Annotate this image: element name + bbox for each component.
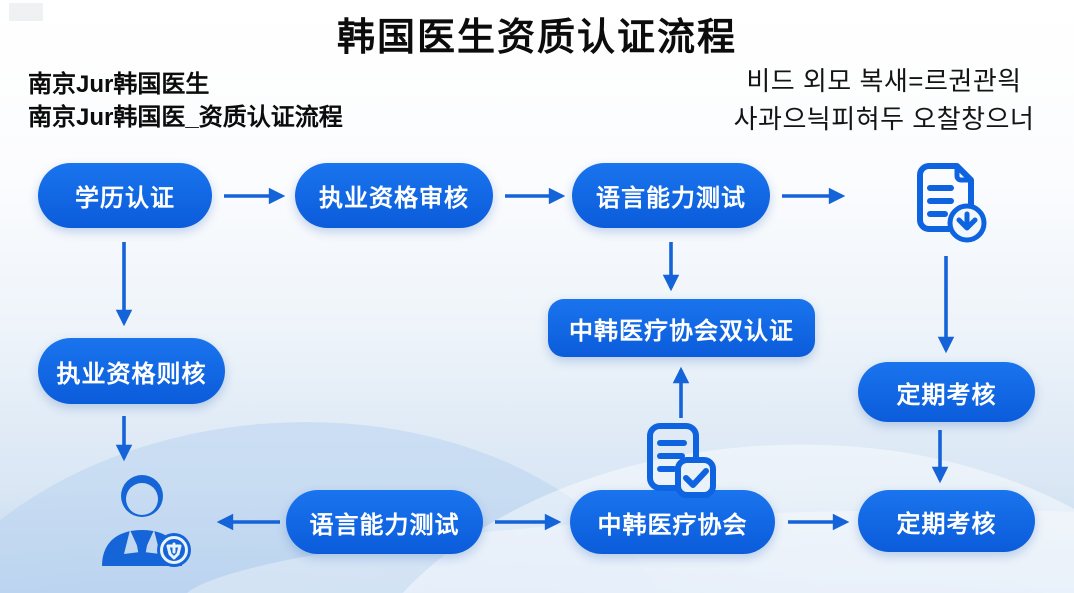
document-check-icon: [647, 423, 716, 498]
subtitle-left-line1: 南京Jur韩国医生: [28, 71, 210, 98]
subtitle-right-line1: 비드 외모 복새=르권관읙: [746, 66, 1022, 96]
node-medical-association: 中韩医疗协会: [570, 490, 775, 554]
subtitle-right: 비드 외모 복새=르권관읙 사과으늭피혀두 오찰창으너: [706, 62, 1062, 138]
node-periodic-assessment-right: 定期考核: [858, 362, 1035, 422]
page-title: 韩国医生资质认证流程: [336, 17, 737, 59]
subtitle-right-line2: 사과으늭피혀두 오찰창으너: [733, 104, 1035, 134]
node-dual-certification: 中韩医疗协会双认证: [548, 299, 815, 357]
node-practice-qualification-review: 执业资格审核: [295, 163, 493, 228]
node-education-cert: 学历认证: [38, 163, 212, 228]
doctor-icon: [102, 475, 191, 567]
node-language-test-bottom: 语言能力测试: [286, 490, 483, 554]
node-language-test-top: 语言能力测试: [572, 163, 770, 228]
node-periodic-assessment-bottom: 定期考核: [858, 490, 1035, 552]
subtitle-left-line2: 南京Jur韩国医_资质认证流程: [28, 104, 343, 131]
document-approve-icon: [917, 163, 987, 243]
subtitle-left: 南京Jur韩国医生 南京Jur韩国医_资质认证流程: [28, 68, 343, 134]
node-practice-qualification-check: 执业资格则核: [38, 338, 225, 404]
corner-watermark: [0, 0, 76, 40]
